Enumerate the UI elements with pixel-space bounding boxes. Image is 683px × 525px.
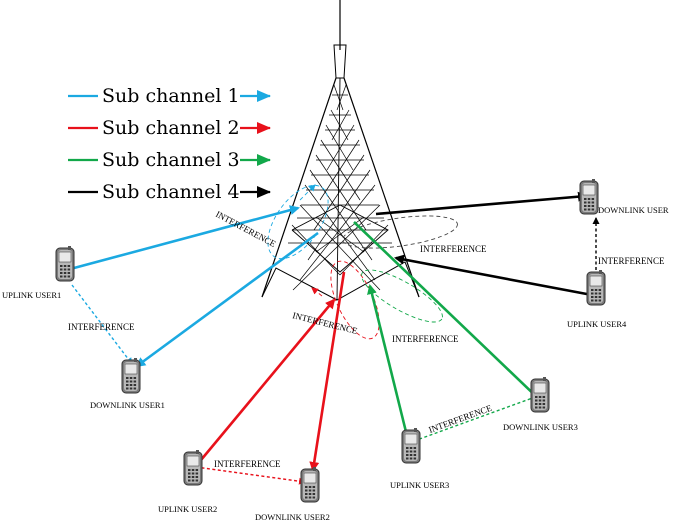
uplink-user4-phone-icon <box>586 270 606 306</box>
interference-label-tower-bottom-left: INTERFERENCE <box>292 310 359 336</box>
tower-interference-loops <box>267 184 458 340</box>
legend-label-2: Sub channel 2 <box>102 117 240 139</box>
downlink-user4-phone-icon <box>579 179 599 215</box>
uplink-user4-label: UPLINK USER4 <box>567 319 627 329</box>
interference-label-user3: INTERFERENCE <box>427 403 493 435</box>
downlink-user2-label: DOWNLINK USER2 <box>255 512 330 522</box>
black-interference-loop <box>342 215 458 249</box>
interference-label-user4: INTERFERENCE <box>598 256 665 266</box>
uplink-user1-label: UPLINK USER1 <box>2 290 61 300</box>
downlink-user4-label: DOWNLINK USER <box>598 205 669 215</box>
interference-label-user1: INTERFERENCE <box>68 322 135 332</box>
sub-channel-2-links <box>195 271 346 485</box>
uplink-user3-label: UPLINK USER3 <box>390 480 449 490</box>
legend-item-sub-channel-3: Sub channel 3 <box>68 149 271 171</box>
lattice-tower-icon <box>261 0 420 301</box>
legend-label-1: Sub channel 1 <box>102 85 240 107</box>
legend-label-4: Sub channel 4 <box>102 181 240 203</box>
interference-label-tower-bottom-right: INTERFERENCE <box>392 334 459 344</box>
downlink-user3-phone-icon <box>530 377 550 413</box>
sub-channel-4-links <box>375 191 600 297</box>
legend-item-sub-channel-1: Sub channel 1 <box>68 85 271 107</box>
sub-channel-3-links <box>353 221 544 442</box>
green-interference-loop <box>361 269 443 323</box>
uplink-user3-phone-icon <box>401 428 421 464</box>
legend-label-3: Sub channel 3 <box>102 149 240 171</box>
interference-label-user2: INTERFERENCE <box>214 459 281 469</box>
downlink-user1-label: DOWNLINK USER1 <box>90 400 165 410</box>
legend-item-sub-channel-2: Sub channel 2 <box>68 117 271 139</box>
downlink-user3-label: DOWNLINK USER3 <box>503 422 578 432</box>
sub-channel-1-links <box>71 205 319 368</box>
interference-label-tower-right: INTERFERENCE <box>420 244 487 254</box>
uplink-user2-phone-icon <box>183 450 203 486</box>
downlink-user1-phone-icon <box>121 358 141 394</box>
uplink-user2-label: UPLINK USER2 <box>158 504 217 514</box>
legend: Sub channel 1 Sub channel 2 Sub channel … <box>68 85 271 203</box>
legend-item-sub-channel-4: Sub channel 4 <box>68 181 271 203</box>
downlink-user2-phone-icon <box>300 467 320 503</box>
uplink-user1-phone-icon <box>55 246 75 282</box>
